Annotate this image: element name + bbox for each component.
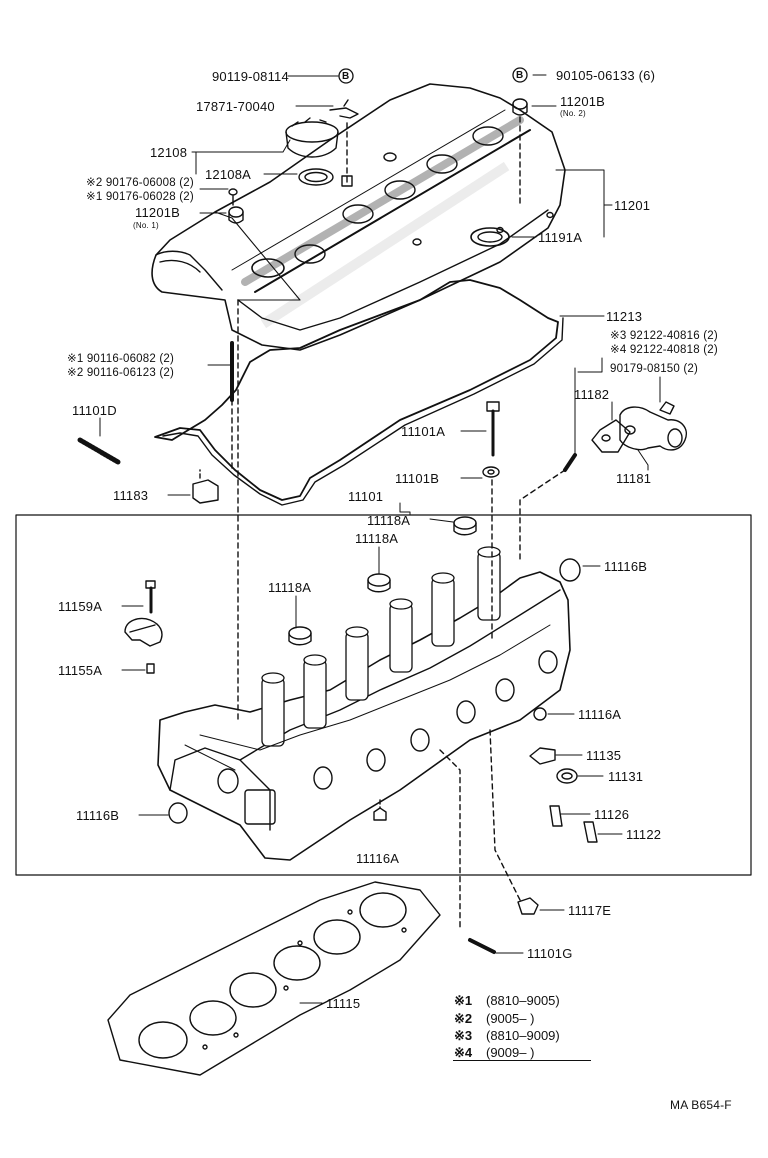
footnote-range-2: (9005– ) xyxy=(486,1011,535,1026)
footnote-mark-3: ※3 xyxy=(454,1028,473,1043)
label-11135: 11135 xyxy=(586,748,622,763)
label-11159a: 11159A xyxy=(58,599,103,614)
oil-filler-cap-drawing xyxy=(285,117,339,158)
plug-well-2 xyxy=(294,244,326,264)
label-11183: 11183 xyxy=(113,488,149,503)
label-90119-08114: 90119-08114 xyxy=(212,69,289,84)
oil-seal-drawing xyxy=(470,227,510,247)
label-11201: 11201 xyxy=(614,198,651,213)
plug-well-1 xyxy=(251,258,285,278)
label-11115: 11115 xyxy=(326,996,361,1011)
label-11118a-left: 11118A xyxy=(268,580,312,595)
label-12108a: 12108A xyxy=(205,167,252,182)
b-badge-left xyxy=(338,68,354,84)
label-11101a: 11101A xyxy=(401,424,446,439)
filler-cap-gasket-drawing xyxy=(298,168,334,186)
label-12108: 12108 xyxy=(150,145,188,160)
label-s1-90116-06082: ※1 90116-06082 (2) xyxy=(67,353,175,365)
label-90179-08150: 90179-08150 (2) xyxy=(610,363,699,375)
label-11201b-no2: 11201B xyxy=(560,94,606,109)
label-11101d: 11101D xyxy=(72,403,117,418)
label-s1-90176-06028: ※1 90176-06028 (2) xyxy=(86,191,194,203)
label-90105-06133: 90105-06133 (6) xyxy=(556,68,656,83)
cylinder-head-group-frame xyxy=(15,514,752,876)
footnote-range-1: (8810–9005) xyxy=(486,993,560,1008)
label-11181: 11181 xyxy=(616,471,652,486)
label-11118a-mid: 11118A xyxy=(355,531,399,546)
label-11116b-left: 11116B xyxy=(76,808,120,823)
label-11126: 11126 xyxy=(594,807,630,822)
label-s2-90176-06008: ※2 90176-06008 (2) xyxy=(86,177,194,189)
label-11116b-top: 11116B xyxy=(604,559,648,574)
footnote-range-4: (9009– ) xyxy=(486,1045,535,1060)
footnote-mark-1: ※1 xyxy=(454,993,473,1008)
footnote-mark-2: ※2 xyxy=(454,1011,473,1026)
plug-well-3 xyxy=(342,204,374,224)
label-17871-70040: 17871-70040 xyxy=(196,99,275,114)
label-11101b: 11101B xyxy=(395,471,440,486)
label-11201b-no1: 11201B xyxy=(135,205,181,220)
plug-well-4 xyxy=(384,180,416,200)
label-11155a: 11155A xyxy=(58,663,103,678)
valve-cover-drawing xyxy=(151,83,566,351)
b-badge-left-text: B xyxy=(342,71,350,82)
b-badge-right xyxy=(512,67,528,83)
label-11116a-bottom: 11116A xyxy=(356,851,400,866)
label-11116a-right: 11116A xyxy=(578,707,622,722)
plug-well-6 xyxy=(472,126,504,146)
hose-clip-drawing xyxy=(329,99,359,119)
label-11191a: 11191A xyxy=(538,230,583,245)
b-badge-right-text: B xyxy=(516,70,524,81)
label-11201b-no2-sub: (No. 2) xyxy=(560,109,586,118)
cylinder-head-drawing xyxy=(157,516,571,861)
label-11117e: 11117E xyxy=(568,903,612,918)
label-s4-92122-40818: ※4 92122-40818 (2) xyxy=(610,344,718,356)
label-s3-92122-40816: ※3 92122-40816 (2) xyxy=(610,330,718,342)
label-11101g: 11101G xyxy=(527,946,573,961)
plug-well-5 xyxy=(426,154,458,174)
label-11122: 11122 xyxy=(626,827,662,842)
leader-lines xyxy=(99,74,661,1004)
cover-gasket-drawing xyxy=(154,279,559,501)
semi-circular-plug-drawing xyxy=(192,479,219,504)
label-11182: 11182 xyxy=(574,387,610,402)
reference-code: MA B654-F xyxy=(670,1098,732,1112)
head-gasket-drawing xyxy=(107,881,441,1076)
label-11118a-top: 11118A xyxy=(367,513,411,528)
label-11201b-no1-sub: (No. 1) xyxy=(133,221,159,230)
label-11101: 11101 xyxy=(348,489,384,504)
label-11131: 11131 xyxy=(608,769,644,784)
label-11213: 11213 xyxy=(606,309,643,324)
footnote-underline xyxy=(453,1060,591,1061)
water-outlet-drawing xyxy=(591,401,687,453)
footnote-mark-4: ※4 xyxy=(454,1045,473,1060)
label-s2-90116-06123: ※2 90116-06123 (2) xyxy=(67,367,175,379)
grommet-no2-drawing xyxy=(512,98,528,110)
footnote-range-3: (8810–9009) xyxy=(486,1028,560,1043)
